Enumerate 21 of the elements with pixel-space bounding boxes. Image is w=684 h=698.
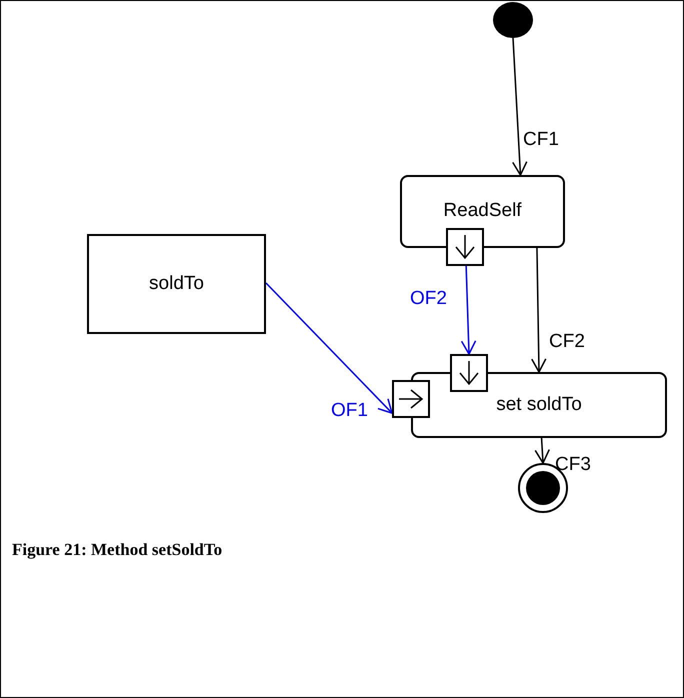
- figure-caption: Figure 21: Method setSoldTo: [12, 539, 222, 561]
- action-box: [411, 372, 667, 438]
- edge-label: CF1: [523, 130, 559, 149]
- node-label: soldTo: [149, 272, 204, 296]
- node-label: set soldTo: [496, 392, 582, 417]
- arrow: [534, 438, 550, 464]
- edge-label: OF2: [410, 289, 447, 308]
- edge-label: OF1: [331, 401, 368, 420]
- pin-box: [392, 380, 430, 418]
- arrow: [265, 282, 393, 414]
- object-box: [87, 234, 266, 334]
- pin-box: [446, 228, 484, 266]
- node-label: ReadSelf: [443, 199, 522, 224]
- edge-label: CF2: [549, 332, 585, 351]
- arrow: [512, 38, 528, 176]
- action-box: [400, 175, 565, 248]
- initial-state: [493, 2, 533, 38]
- arrow: [460, 266, 476, 355]
- pin-box: [450, 354, 488, 392]
- arrow: [531, 248, 547, 373]
- edge-label: CF3: [555, 455, 591, 474]
